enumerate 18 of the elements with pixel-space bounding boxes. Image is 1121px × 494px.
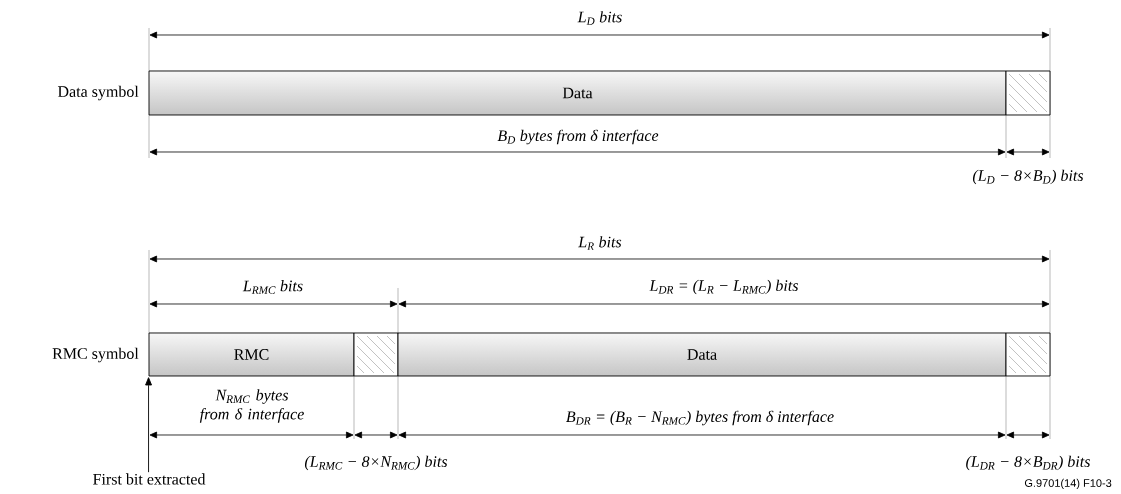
dimension-label: (L$_{D}$ − 8×B$_{D}$) bits (972, 169, 1084, 185)
dimension-label: B$_{DR}$ = (B$_{R}$ − N$_{RMC}$) bytes from δ interface (566, 410, 834, 426)
hatched-box (1005, 332, 1051, 377)
arrow (145, 377, 152, 473)
dimension-label: (L$_{DR}$ − 8×B$_{DR}$) bits (966, 455, 1090, 471)
data-field-box: RMC (148, 332, 355, 377)
dimension-label: L$_{RMC}$ bits (242, 280, 303, 294)
dimension-label: L$_{D}$ bits (577, 11, 622, 25)
dimension-label: (L$_{RMC}$ − 8×N$_{RMC}$) bits (304, 455, 448, 471)
figure-id: G.9701(14) F10-3 (1024, 478, 1112, 490)
dimension-label: L$_{DR}$ = (L$_{R}$ − L$_{RMC}$) bits (649, 279, 798, 295)
hatched-box (353, 332, 399, 377)
data-field-box: Data (397, 332, 1007, 377)
data-field-box: Data (148, 70, 1007, 116)
dimension-label: L$_{R}$ bits (578, 236, 622, 250)
dimension-label: N$_{RMC}$ bytes from δ interface (199, 389, 304, 423)
hatched-box (1005, 70, 1051, 116)
caption-text: First bit extracted (93, 473, 206, 485)
